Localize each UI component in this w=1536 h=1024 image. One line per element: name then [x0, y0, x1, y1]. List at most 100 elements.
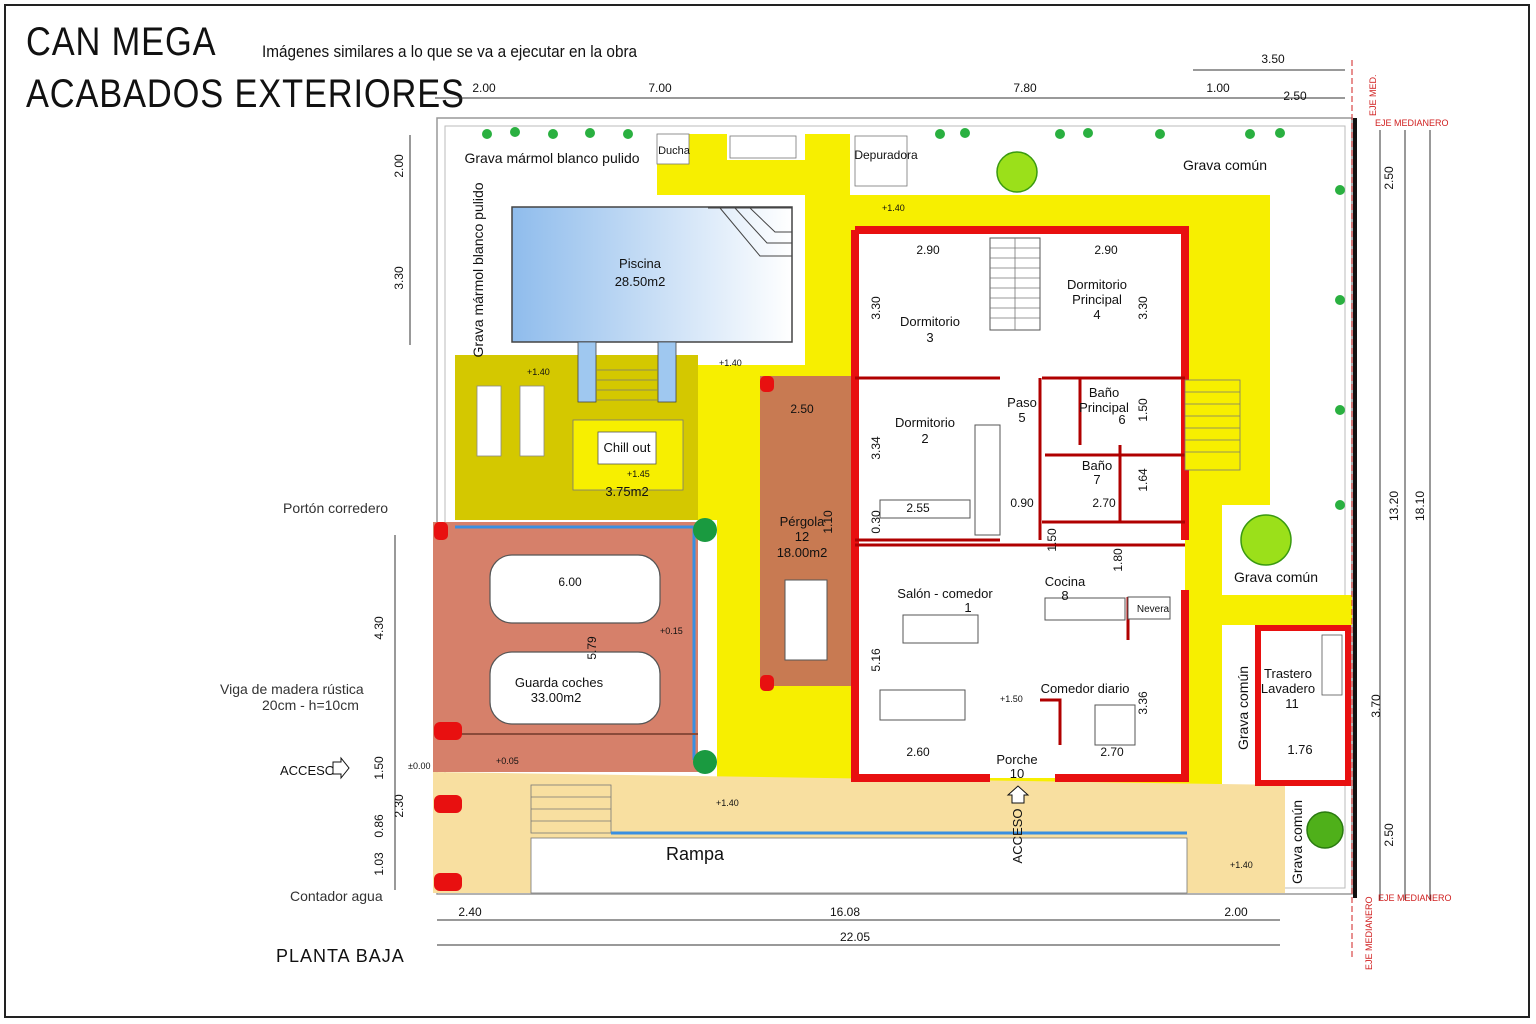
fridge — [1127, 596, 1171, 620]
acceso-left-label: ACCESO — [280, 763, 335, 778]
dim-1-80: 1.80 — [1111, 548, 1125, 572]
plan-label: PLANTA BAJA — [276, 946, 405, 966]
dim-2-50p: 2.50 — [790, 402, 814, 416]
dim-6-00: 6.00 — [558, 575, 582, 589]
dorm4-label: Dormitorio — [1067, 277, 1127, 292]
pool-steps — [708, 207, 792, 257]
level-8: +0.05 — [496, 756, 519, 766]
closet-stairs-lines — [990, 238, 1040, 330]
piscina-label: Piscina — [619, 256, 662, 271]
tree-bottom — [1306, 811, 1344, 849]
dim-1-10: 1.10 — [821, 510, 835, 534]
dorm4-num: 4 — [1093, 307, 1100, 322]
dim-0-90: 0.90 — [1010, 496, 1034, 510]
laundry-appliances — [1321, 634, 1343, 696]
dim-left-2-00: 2.00 — [392, 154, 406, 178]
dim-3-30b: 3.30 — [1136, 296, 1150, 320]
dorm4-label-2: Principal — [1072, 292, 1122, 307]
trastero-num: 11 — [1285, 696, 1299, 711]
paso-label: Paso — [1007, 395, 1037, 410]
dim-left-3-30: 3.30 — [392, 266, 406, 290]
bano-principal-label-2: Principal — [1079, 400, 1129, 415]
dim-bot-2-00: 2.00 — [1224, 905, 1248, 919]
pool-stairs — [597, 369, 657, 401]
chill-area: 3.75m2 — [605, 484, 648, 499]
guarda-label: Guarda coches — [515, 675, 604, 690]
sunbed-2 — [519, 385, 545, 457]
dorm2-label: Dormitorio — [895, 415, 955, 430]
level-9: +1.40 — [716, 798, 739, 808]
grava-comun-top-label: Grava común — [1183, 157, 1267, 173]
palm-1 — [693, 518, 717, 542]
porche-label: Porche — [996, 752, 1037, 767]
dim-right-3-70: 3.70 — [1369, 694, 1383, 718]
pool-channel-right — [657, 341, 677, 403]
subtitle: Imágenes similares a lo que se va a ejec… — [262, 42, 638, 61]
title-line-2: ACABADOS EXTERIORES — [26, 72, 465, 116]
car-1 — [489, 554, 661, 624]
level-7: ±0.00 — [408, 761, 430, 771]
eje-medianero-top: EJE MEDIANERO — [1375, 118, 1449, 128]
dim-top-2-00: 2.00 — [472, 81, 496, 95]
bano-principal-num: 6 — [1118, 412, 1125, 427]
level-4: +1.45 — [627, 469, 650, 479]
comedor-diario-label: Comedor diario — [1041, 681, 1130, 696]
dimension-lines — [394, 69, 1431, 946]
closet-dorm2 — [974, 424, 1001, 536]
dim-top-7-00: 7.00 — [648, 81, 672, 95]
dim-bot-22-05: 22.05 — [840, 930, 870, 944]
ducha-box — [656, 133, 690, 165]
trastero-room — [1255, 625, 1351, 786]
exterior-stair-lines — [1185, 391, 1240, 453]
dim-left-4-30: 4.30 — [372, 616, 386, 640]
level-6: +1.50 — [1000, 694, 1023, 704]
chill-out-table — [597, 431, 657, 465]
pergola-area: 18.00m2 — [777, 545, 828, 560]
car-2 — [489, 651, 661, 725]
level-3: +1.40 — [719, 358, 742, 368]
desk-dorm2 — [879, 499, 971, 519]
dim-0-30: 0.30 — [869, 510, 883, 534]
level-1: +1.40 — [882, 203, 905, 213]
pillars — [434, 376, 774, 891]
kitchen-island — [1044, 597, 1126, 621]
ducha-tray — [729, 135, 797, 159]
depuradora-box — [854, 135, 908, 187]
eje-med-label: EJE MED. — [1368, 74, 1378, 116]
grava-comun-vert-label: Grava común — [1235, 666, 1251, 750]
bano-num: 7 — [1093, 472, 1100, 487]
porche-num: 10 — [1010, 766, 1024, 781]
eje-medianero-vert: EJE MEDIANERO — [1364, 896, 1374, 970]
dim-3-36: 3.36 — [1136, 691, 1150, 715]
dim-bot-16-08: 16.08 — [830, 905, 860, 919]
dim-1-50a: 1.50 — [1136, 398, 1150, 422]
exterior-stair — [1184, 379, 1241, 471]
dim-left-1-50: 1.50 — [372, 756, 386, 780]
dim-right-18-10: 18.10 — [1413, 491, 1427, 521]
dim-5-79: 5.79 — [585, 636, 599, 660]
dim-right-2-50b: 2.50 — [1382, 823, 1396, 847]
acceso-left-arrow — [332, 756, 350, 780]
dim-5-16: 5.16 — [869, 648, 883, 672]
pergola-table — [784, 579, 828, 661]
trastero-dim: 1.76 — [1287, 742, 1312, 757]
drawing-frame — [4, 4, 1530, 1018]
piscina-area: 28.50m2 — [615, 274, 666, 289]
daily-dining-table — [1094, 704, 1136, 746]
dim-2-90a: 2.90 — [916, 243, 940, 257]
sofa — [902, 614, 979, 644]
nevera-label: Nevera — [1137, 604, 1170, 615]
dim-2-55: 2.55 — [906, 501, 930, 515]
dim-3-34: 3.34 — [869, 436, 883, 460]
viga-annotation-1: Viga de madera rústica — [220, 681, 364, 697]
pergola-num: 12 — [795, 529, 809, 544]
dorm2-num: 2 — [921, 431, 928, 446]
trastero-label-2: Lavadero — [1261, 681, 1315, 696]
porton-annotation: Portón corredero — [283, 500, 388, 516]
cocina-num: 8 — [1061, 588, 1068, 603]
rampa-label: Rampa — [666, 844, 725, 864]
grava-marmol-side-label: Grava mármol blanco pulido — [470, 182, 486, 357]
dim-right-2-50a: 2.50 — [1382, 166, 1396, 190]
acceso-main-arrow — [1006, 785, 1030, 804]
